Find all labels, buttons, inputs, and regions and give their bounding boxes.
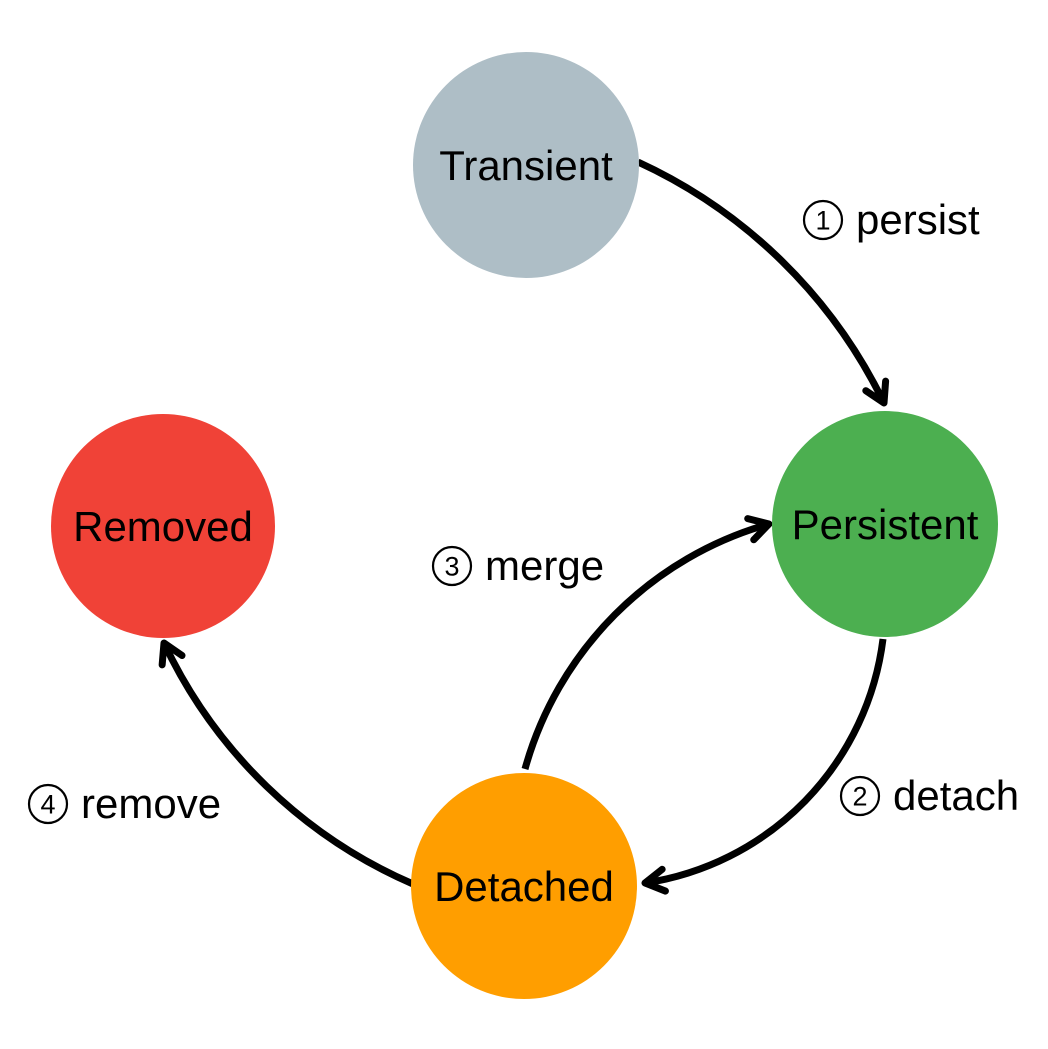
node-detached: Detached bbox=[411, 773, 637, 999]
transition-merge-label: merge bbox=[485, 542, 604, 589]
transition-detach-number-circle-icon bbox=[839, 775, 881, 817]
transition-label-merge: 3 merge bbox=[431, 542, 604, 589]
transition-persist-label: persist bbox=[856, 196, 980, 243]
node-persistent: Persistent bbox=[772, 411, 998, 637]
arrow-merge-detached-to-persistent bbox=[521, 515, 773, 770]
transition-label-detach: 2 detach bbox=[839, 772, 1019, 819]
node-persistent-label: Persistent bbox=[792, 501, 979, 548]
transition-detach-number: 2 bbox=[852, 782, 867, 812]
node-detached-circle bbox=[411, 773, 637, 999]
transition-persist-number: 1 bbox=[815, 206, 830, 236]
arrow-detach-persistent-to-detached bbox=[641, 638, 887, 895]
node-transient: Transient bbox=[413, 52, 639, 278]
transition-merge-number: 3 bbox=[444, 552, 459, 582]
node-transient-label: Transient bbox=[439, 142, 613, 189]
transition-merge-number-circle-icon bbox=[431, 545, 473, 587]
node-removed-label: Removed bbox=[73, 503, 253, 550]
node-removed-circle bbox=[51, 414, 275, 638]
transition-remove-label: remove bbox=[81, 780, 221, 827]
transition-label-persist: 1 persist bbox=[802, 196, 980, 243]
node-removed: Removed bbox=[51, 414, 275, 638]
node-detached-label: Detached bbox=[434, 863, 614, 910]
arrow-persist-transient-to-persistent bbox=[636, 158, 890, 407]
transition-remove-number-circle-icon bbox=[27, 783, 69, 825]
transition-detach-label: detach bbox=[893, 772, 1019, 819]
transition-persist-number-circle-icon bbox=[802, 199, 844, 241]
transition-label-remove: 4 remove bbox=[27, 780, 221, 827]
node-transient-circle bbox=[413, 52, 639, 278]
node-persistent-circle bbox=[772, 411, 998, 637]
transition-remove-number: 4 bbox=[40, 790, 55, 820]
arrow-remove-detached-to-removed bbox=[158, 639, 415, 888]
